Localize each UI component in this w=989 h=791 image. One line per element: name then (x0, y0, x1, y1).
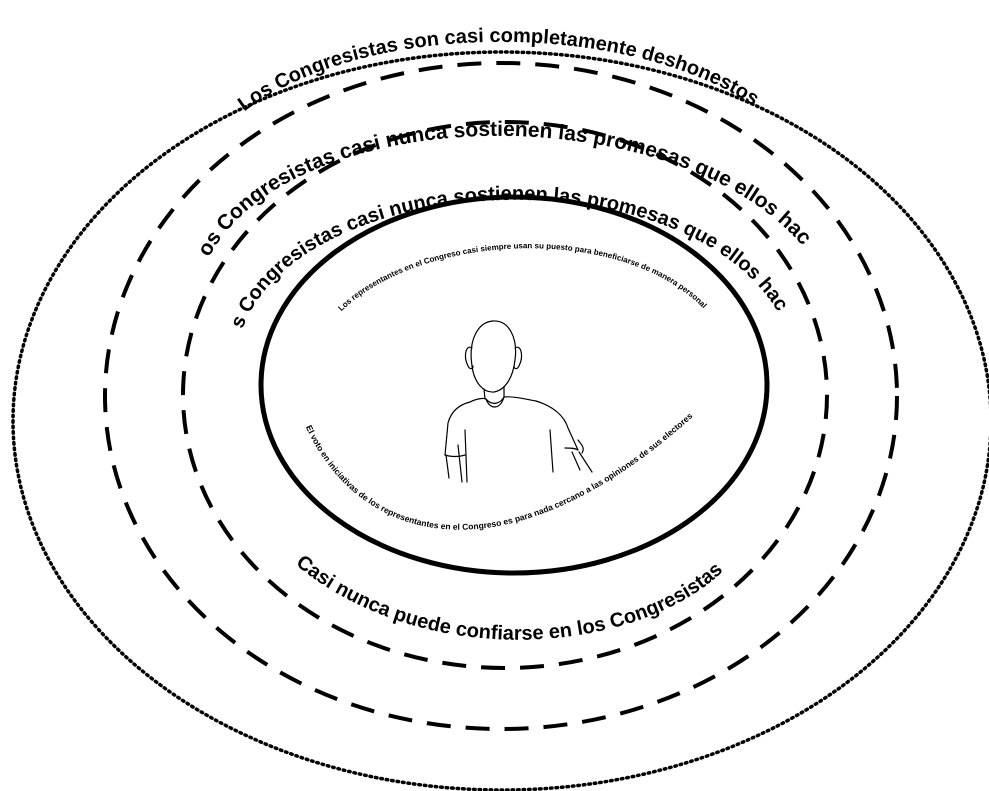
person-silhouette-icon (444, 320, 593, 483)
outer-dotted-ring (11, 50, 989, 791)
inner-ring-label: Los representantes en el Congreso casi s… (337, 241, 709, 313)
inner-ring-bottom-label: El voto en iniciativas de los representa… (304, 410, 695, 531)
inner-solid-ring (258, 194, 770, 576)
second-dashed-ring (103, 61, 899, 731)
third-ring-bottom-label: Casi nunca puede confiarse en los Congre… (292, 551, 727, 645)
third-dashed-ring (181, 120, 829, 670)
